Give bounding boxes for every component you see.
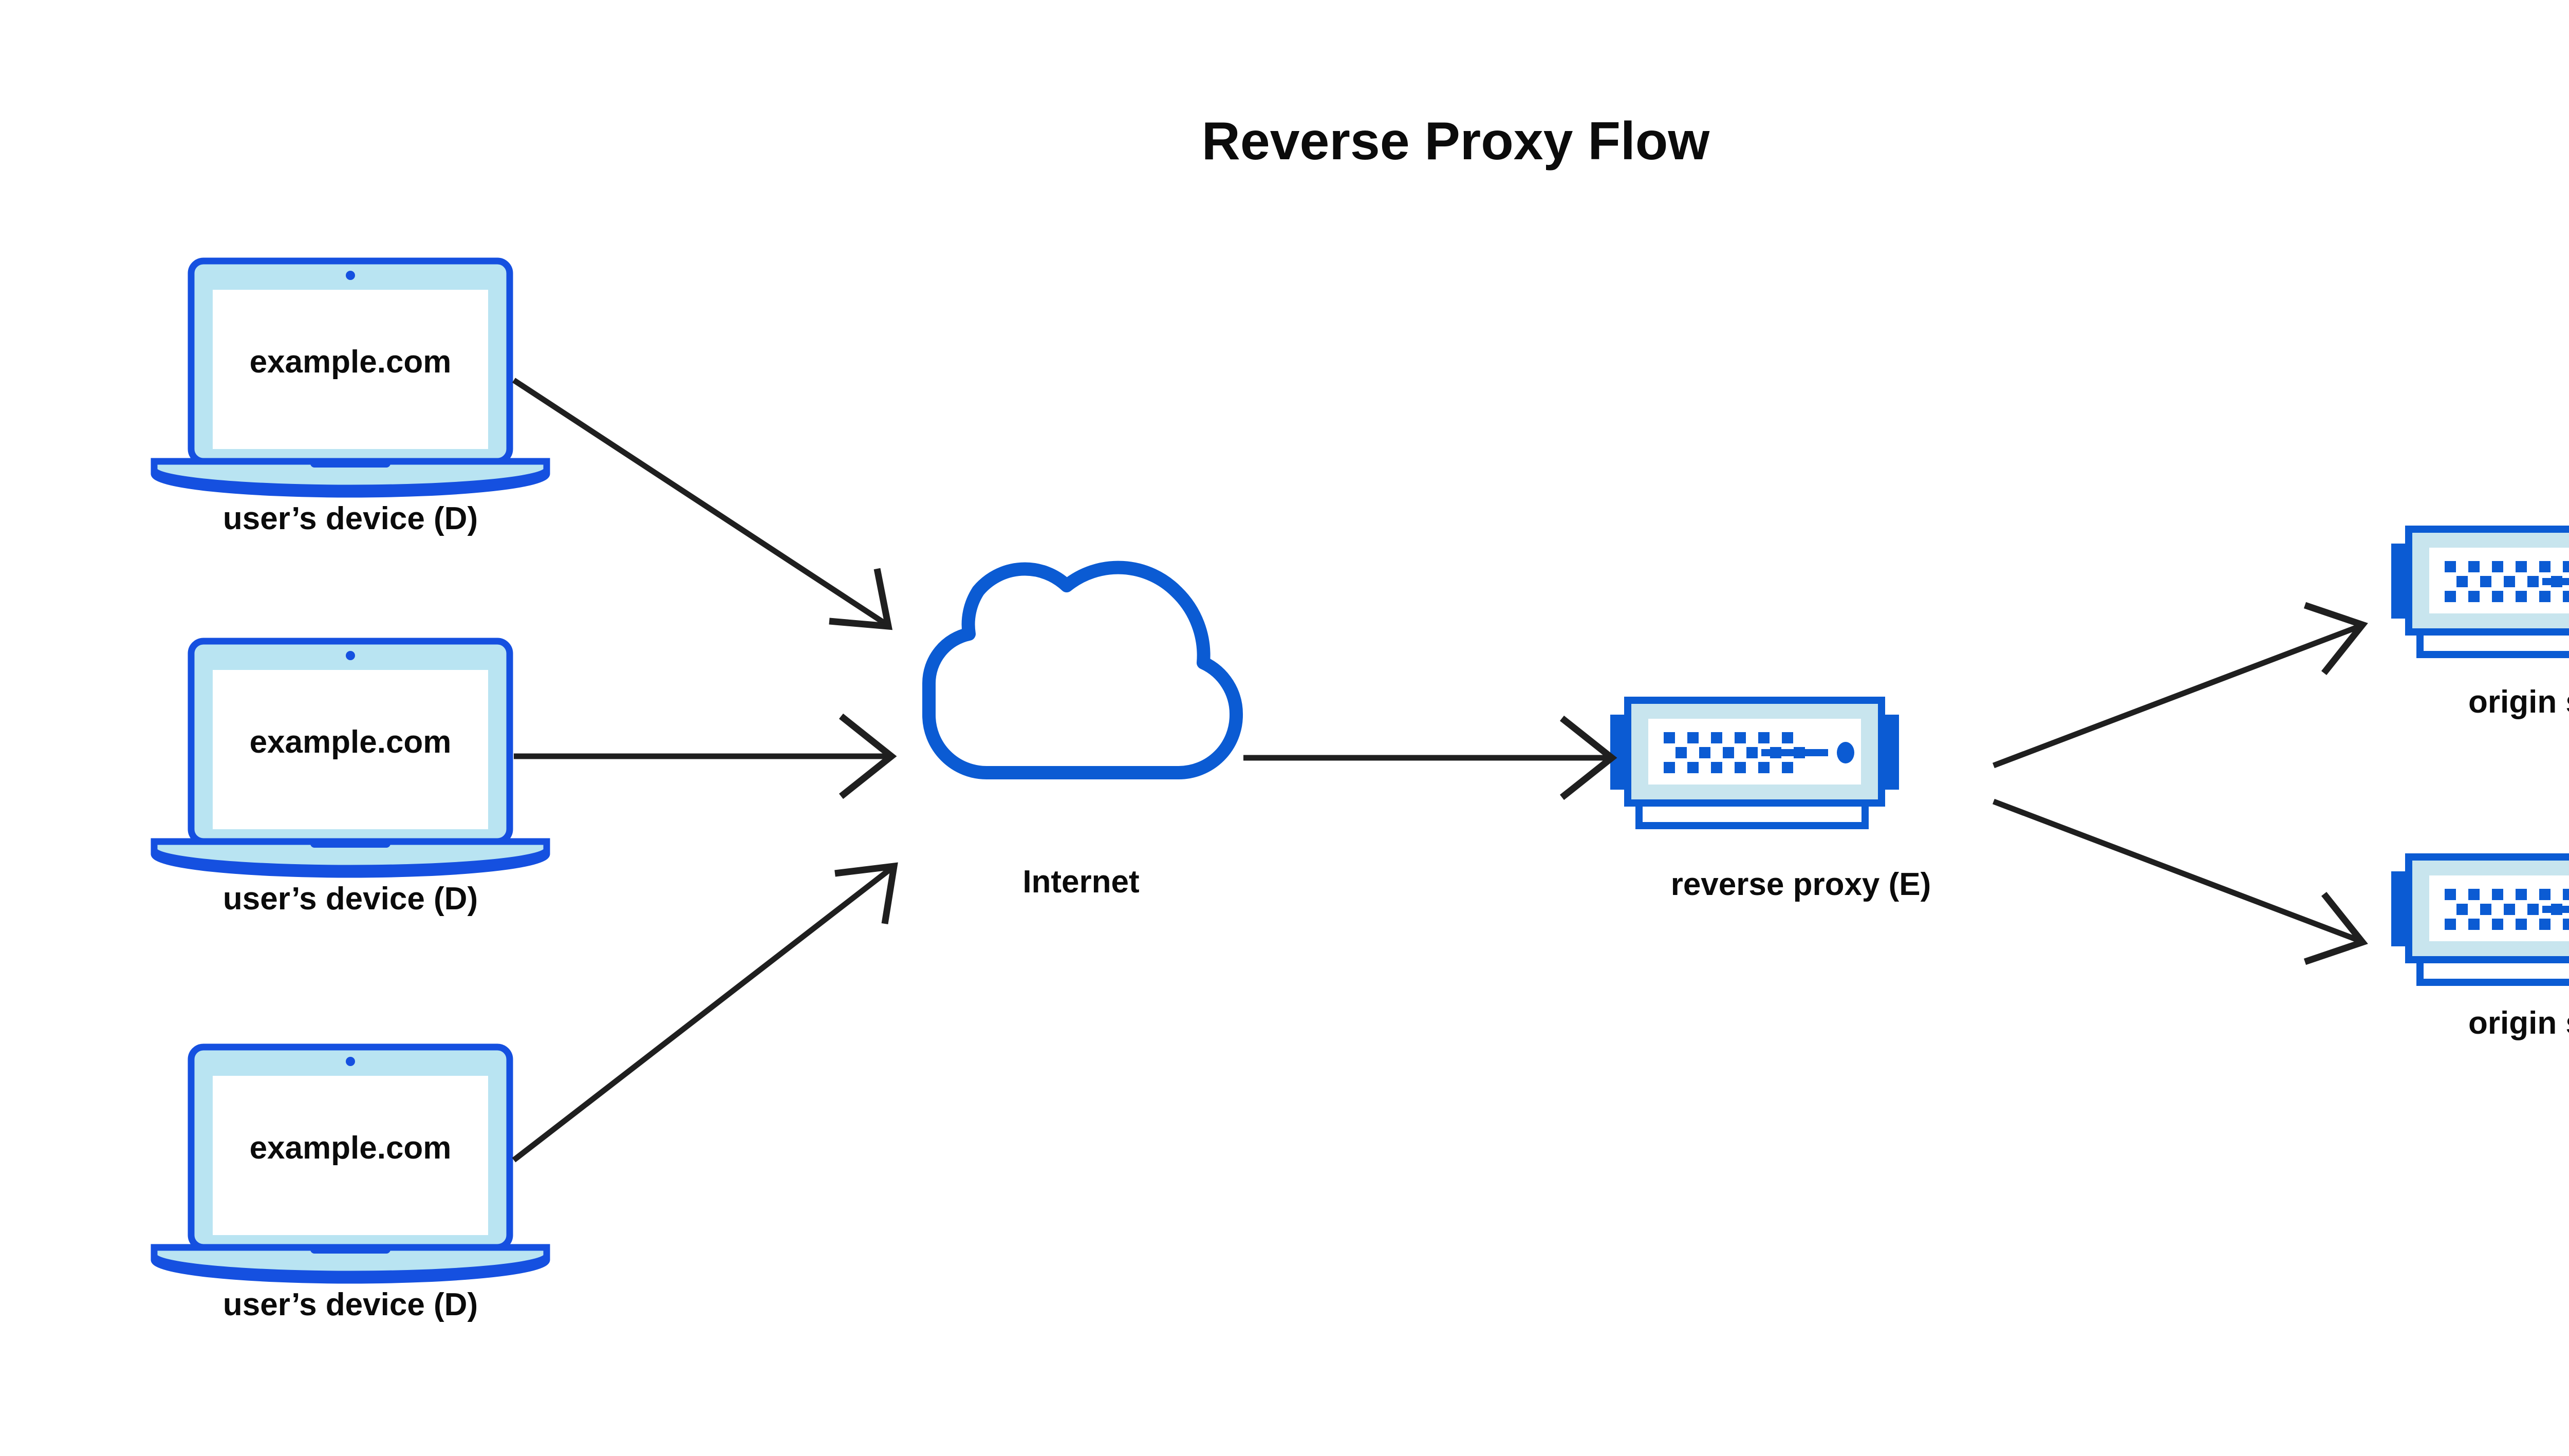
node-client-1[interactable]: example.com user’s device (D) (154, 261, 547, 536)
client-3-screen-text: example.com (250, 1130, 452, 1166)
origin-1-label: origin server (F) (2468, 684, 2569, 720)
client-3-label: user’s device (D) (223, 1287, 478, 1322)
node-reverse-proxy[interactable]: reverse proxy (E) (1610, 700, 1931, 902)
server-icon (2391, 529, 2569, 655)
node-internet[interactable]: Internet (929, 568, 1236, 900)
internet-label: Internet (1022, 864, 1139, 900)
origin-2-label: origin server (F) (2468, 1005, 2569, 1041)
node-client-2[interactable]: example.com user’s device (D) (154, 641, 547, 917)
edge-proxy-to-origin1 (1993, 602, 2368, 769)
reverse-proxy-label: reverse proxy (E) (1671, 867, 1931, 902)
server-icon (2391, 857, 2569, 982)
edge-client2-to-internet (514, 713, 897, 799)
edge-client3-to-internet (512, 862, 898, 1163)
node-origin-1[interactable]: origin server (F) (2391, 529, 2569, 720)
client-1-screen-text: example.com (250, 344, 452, 380)
node-client-3[interactable]: example.com user’s device (D) (154, 1047, 547, 1322)
client-2-screen-text: example.com (250, 724, 452, 760)
server-icon (1610, 700, 1899, 826)
cloud-icon (929, 568, 1236, 773)
node-origin-2[interactable]: origin server (F) (2391, 857, 2569, 1041)
edge-internet-to-proxy (1243, 715, 1617, 800)
page-title: Reverse Proxy Flow (1202, 111, 1710, 171)
edge-proxy-to-origin2 (1993, 798, 2368, 965)
client-1-label: user’s device (D) (223, 501, 478, 536)
client-2-label: user’s device (D) (223, 881, 478, 917)
edge-client1-to-internet (512, 378, 893, 630)
